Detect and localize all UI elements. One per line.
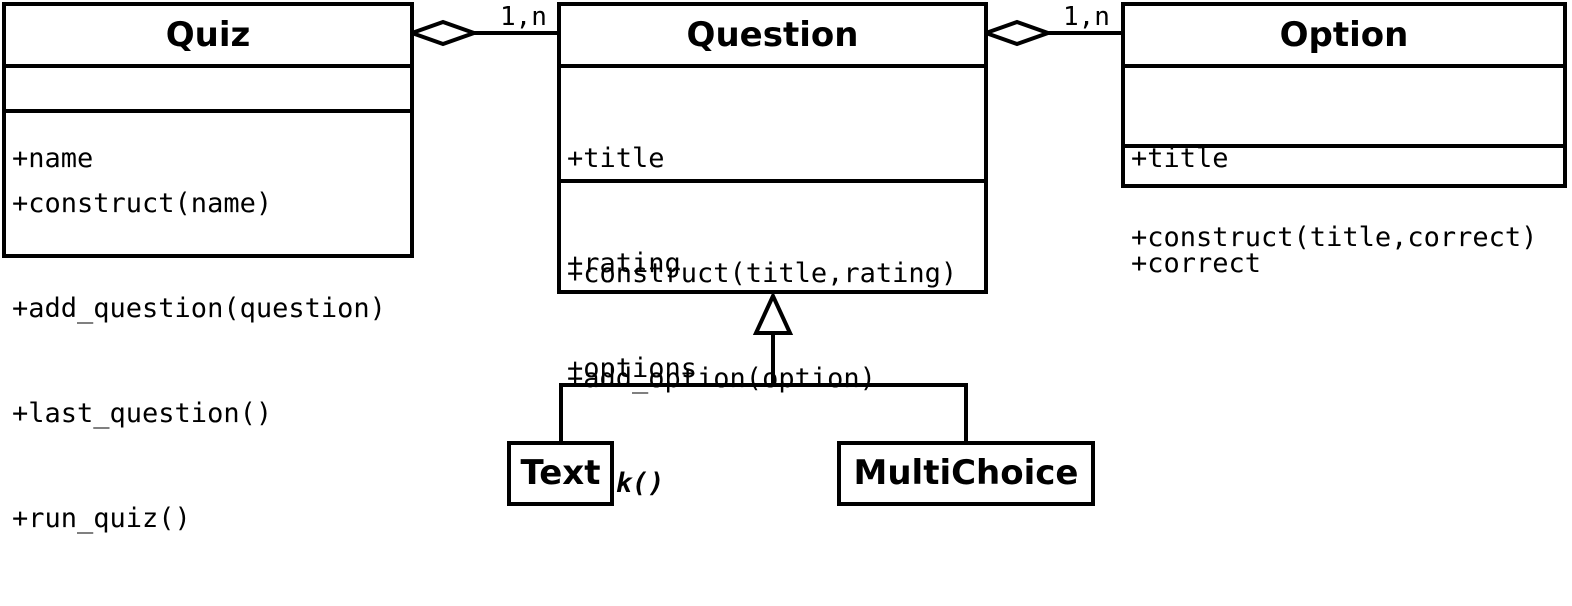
attribute: +title (1131, 143, 1229, 174)
class-name: Quiz (6, 6, 410, 68)
aggregation-quiz-question (406, 19, 560, 47)
inheritance-triangle-icon (752, 291, 794, 335)
multiplicity-label: 1,n (500, 2, 547, 32)
aggregation-question-option (980, 19, 1124, 47)
attributes-section: +title +correct (1125, 68, 1563, 279)
attribute: +rating (567, 248, 681, 279)
class-option: Option +title +correct +construct(title,… (1121, 2, 1567, 279)
methods-section: +construct(title,rating) +add_option(opt… (561, 183, 984, 571)
attributes-section: +name (6, 68, 410, 174)
method: +run_quiz() (12, 503, 191, 534)
aggregation-diamond-icon (980, 19, 1054, 47)
attribute: +name (12, 143, 94, 174)
attribute: +title (567, 143, 665, 174)
generalization-connector (559, 291, 968, 443)
class-question: Question +title +rating +options +constr… (557, 2, 988, 499)
attributes-section: +title +rating +options (561, 68, 984, 384)
method: +add_question(question) (12, 293, 386, 324)
class-text: Text (507, 441, 614, 506)
class-name: Option (1125, 6, 1563, 68)
method: +last_question() (12, 398, 273, 429)
uml-class-diagram: Quiz +name +construct(name) +add_questio… (2, 2, 1567, 534)
attribute: +correct (1131, 248, 1262, 279)
class-multichoice: MultiChoice (837, 441, 1095, 506)
methods-section: +construct(title,correct) (1125, 148, 1563, 325)
connector-lines (406, 19, 1124, 443)
method: +construct(title,correct) (1131, 222, 1538, 253)
class-name: Question (561, 6, 984, 68)
methods-section: +construct(name) +add_question(question)… (6, 113, 410, 606)
method: +add_option(option) (567, 363, 876, 394)
attribute: +options (567, 353, 698, 384)
class-quiz: Quiz +name +construct(name) +add_questio… (2, 2, 414, 534)
method: +construct(title,rating) (567, 258, 958, 289)
multiplicity-label: 1,n (1063, 2, 1110, 32)
aggregation-diamond-icon (406, 19, 480, 47)
method: +construct(name) (12, 188, 273, 219)
